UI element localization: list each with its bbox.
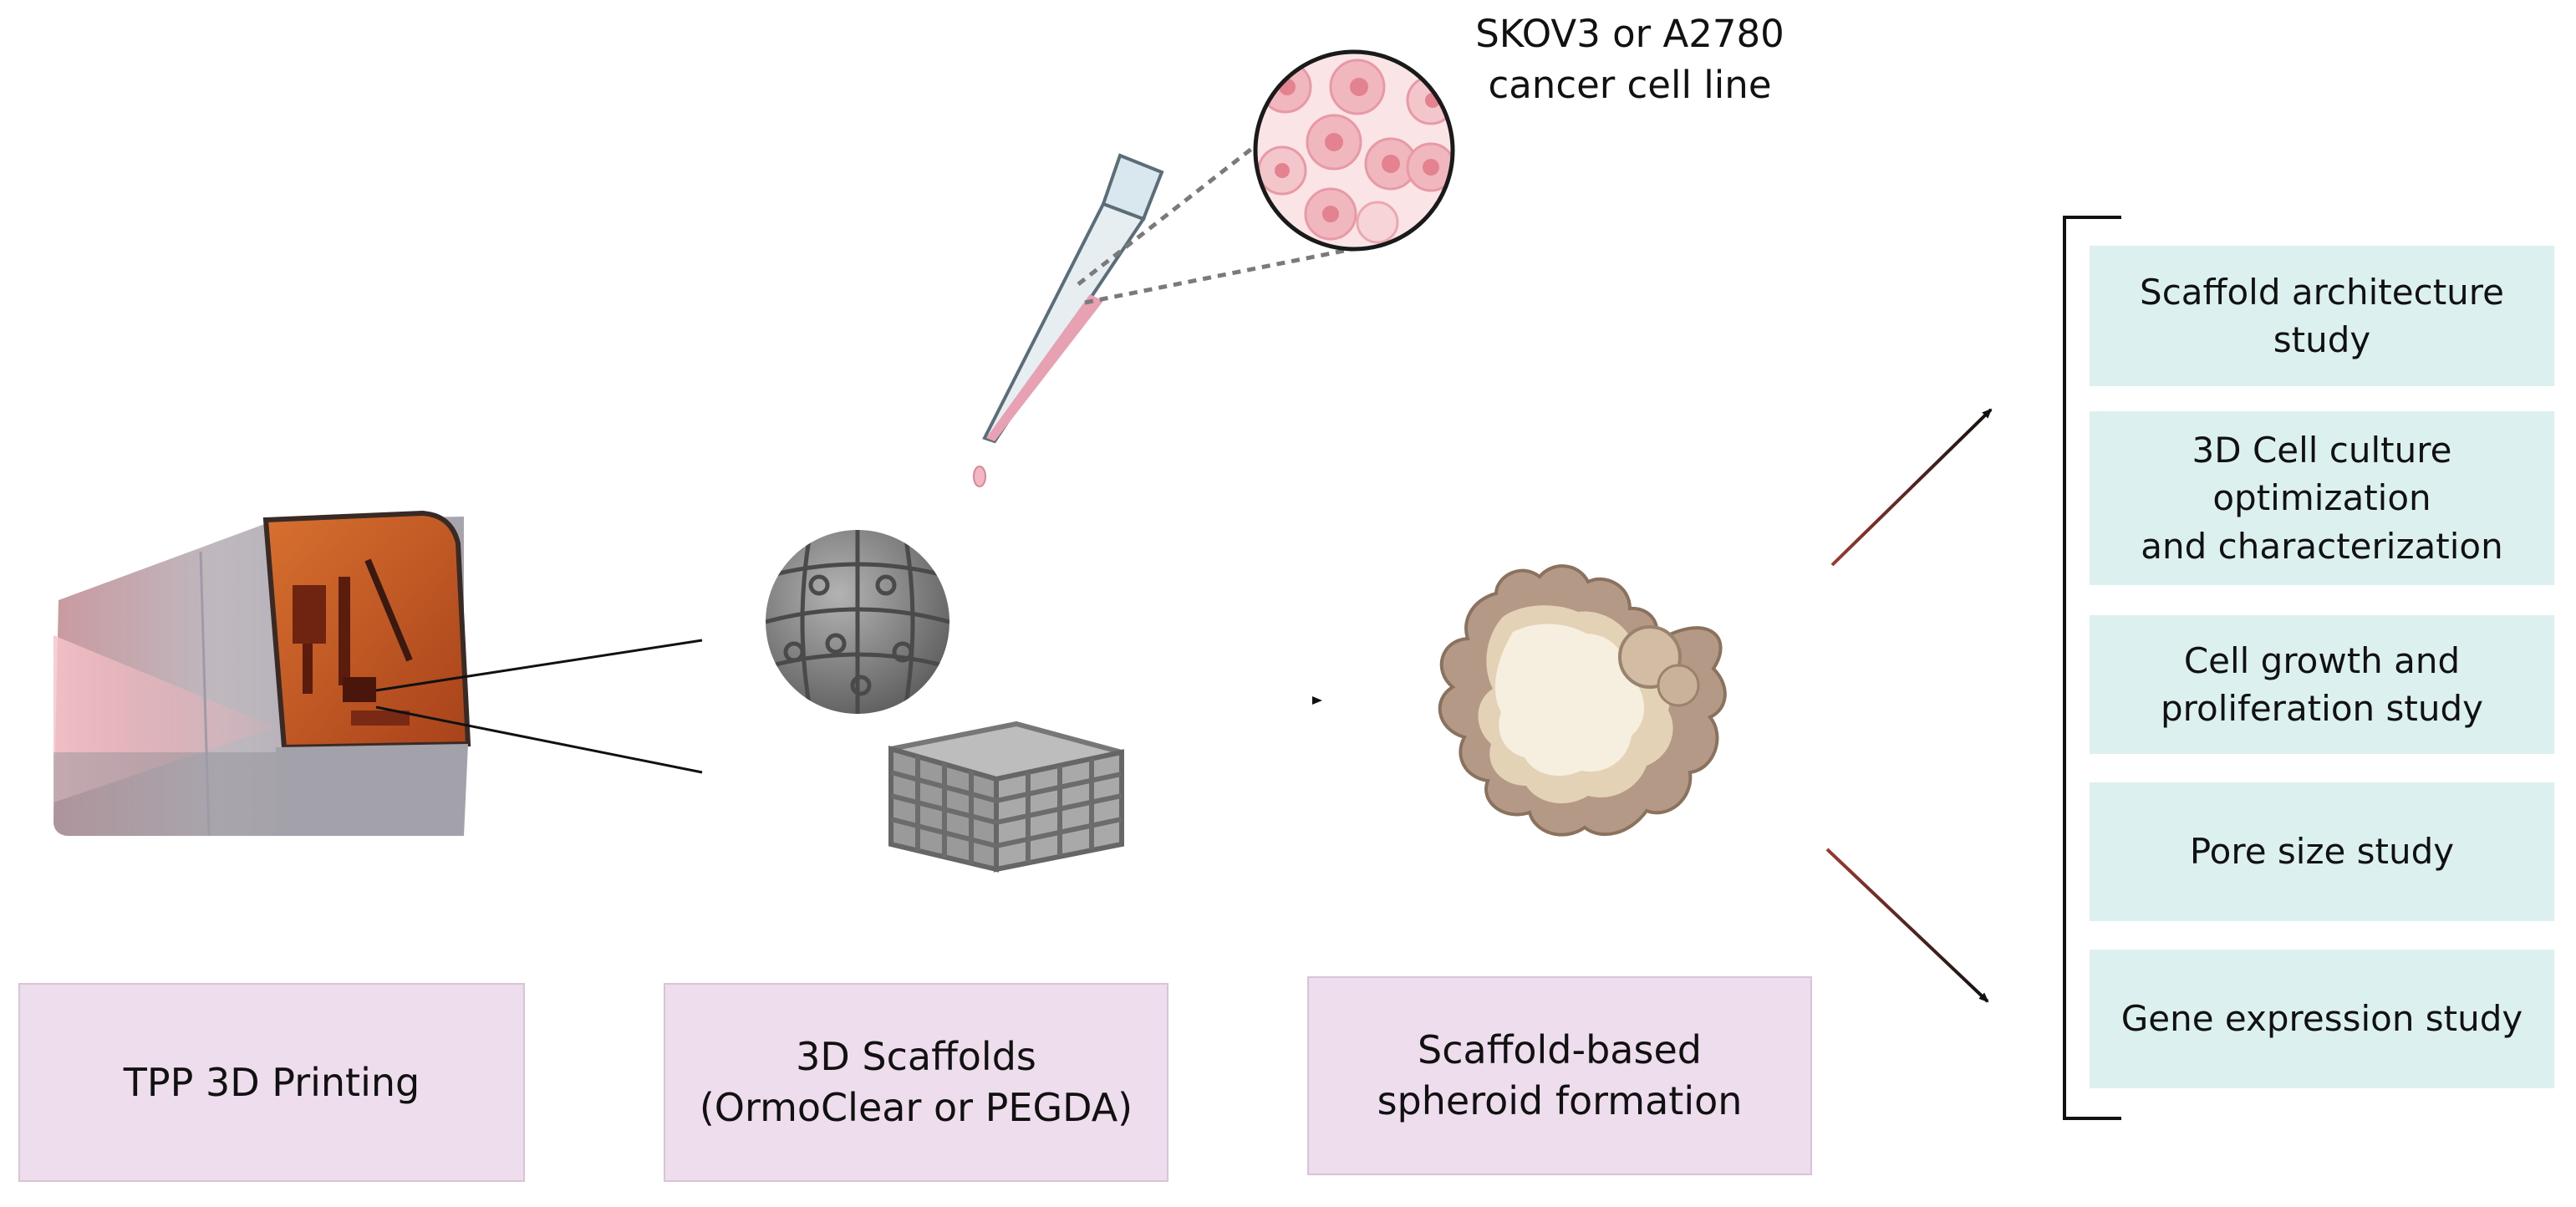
study-gene-expression: Gene expression study	[2090, 950, 2554, 1088]
sphere-scaffold-illustration	[766, 530, 949, 714]
stage-spheroid-formation-box: Scaffold-based spheroid formation	[1307, 976, 1812, 1175]
study-3d-cell-culture: 3D Cell culture optimization and charact…	[2090, 411, 2554, 585]
cancer-cells-magnified-illustration	[1253, 49, 1455, 252]
studies-bracket	[2063, 216, 2121, 1120]
study-scaffold-architecture: Scaffold architecture study	[2090, 246, 2554, 386]
zoom-line-top	[375, 639, 703, 692]
stage-3d-scaffolds-box: 3D Scaffolds (OrmoClear or PEGDA)	[664, 983, 1168, 1182]
stage-tpp-printing-box: TPP 3D Printing	[18, 983, 525, 1182]
pipette-illustration	[973, 153, 1164, 487]
arrow-to-studies-upper	[1830, 408, 1993, 567]
tpp-3d-printer-illustration	[53, 510, 471, 837]
zoom-line-bottom	[375, 705, 703, 774]
study-cell-growth: Cell growth and proliferation study	[2090, 615, 2554, 754]
magnify-line-top	[1077, 145, 1255, 286]
lattice-scaffold-illustration	[888, 721, 1124, 873]
spheroid-illustration	[1438, 564, 1727, 837]
study-pore-size: Pore size study	[2090, 782, 2554, 921]
magnify-line-bottom	[1084, 245, 1362, 305]
arrow-to-studies-lower	[1825, 848, 1989, 1003]
cell-line-label: SKOV3 or A2780 cancer cell line	[1475, 12, 1784, 108]
